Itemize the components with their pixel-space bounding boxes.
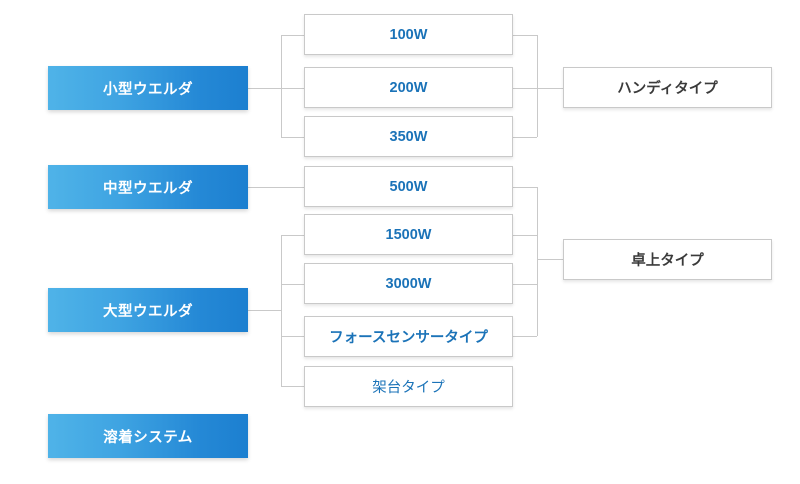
spec-100w-label: 100W (389, 26, 428, 43)
connector-branch-350w (281, 137, 304, 138)
spec-stand-type[interactable]: 架台タイプ (304, 366, 513, 407)
spec-500w[interactable]: 500W (304, 166, 513, 207)
category-small-welder-label: 小型ウエルダ (103, 81, 193, 98)
category-medium-welder-label: 中型ウエルダ (103, 180, 193, 197)
spec-stand-type-label: 架台タイプ (372, 380, 445, 396)
type-handy-label: ハンディタイプ (617, 81, 718, 97)
category-large-welder-label: 大型ウエルダ (103, 303, 193, 320)
connector-desktop-trunk (537, 187, 538, 336)
category-large-welder[interactable]: 大型ウエルダ (48, 288, 248, 332)
connector-desktop-stub (537, 259, 563, 260)
spec-200w[interactable]: 200W (304, 67, 513, 108)
connector-3000w-out (513, 284, 537, 285)
category-small-welder[interactable]: 小型ウエルダ (48, 66, 248, 110)
spec-500w-label: 500W (389, 178, 428, 195)
spec-350w-label: 350W (389, 128, 428, 145)
spec-3000w[interactable]: 3000W (304, 263, 513, 304)
spec-1500w[interactable]: 1500W (304, 214, 513, 255)
connector-branch-stand-type (281, 386, 304, 387)
spec-3000w-label: 3000W (385, 275, 432, 292)
connector-500w-out (513, 187, 537, 188)
connector-large-welder-stub (248, 310, 281, 311)
connector-handy-trunk (537, 35, 538, 137)
connector-branch-100w (281, 35, 304, 36)
category-welding-system-label: 溶着システム (103, 429, 193, 446)
connector-small-welder-stub (248, 88, 281, 89)
connector-branch-1500w (281, 235, 304, 236)
type-desktop[interactable]: 卓上タイプ (563, 239, 772, 280)
connector-1500w-out (513, 235, 537, 236)
connector-large-welder-trunk (281, 235, 282, 386)
type-desktop-label: 卓上タイプ (631, 253, 704, 269)
spec-200w-label: 200W (389, 79, 428, 96)
connector-200w-out (513, 88, 537, 89)
connector-medium-welder-to-500w (248, 187, 304, 188)
connector-branch-200w (281, 88, 304, 89)
spec-force-sensor-type-label: フォースセンサータイプ (329, 330, 488, 346)
connector-branch-3000w (281, 284, 304, 285)
connector-force-sensor-out (513, 336, 537, 337)
connector-100w-out (513, 35, 537, 36)
type-handy[interactable]: ハンディタイプ (563, 67, 772, 108)
spec-1500w-label: 1500W (385, 226, 432, 243)
connector-small-welder-trunk (281, 35, 282, 137)
spec-350w[interactable]: 350W (304, 116, 513, 157)
category-medium-welder[interactable]: 中型ウエルダ (48, 165, 248, 209)
spec-100w[interactable]: 100W (304, 14, 513, 55)
category-welding-system[interactable]: 溶着システム (48, 414, 248, 458)
connector-branch-force-sensor (281, 336, 304, 337)
connector-handy-stub (537, 88, 563, 89)
connector-350w-out (513, 137, 537, 138)
spec-force-sensor-type[interactable]: フォースセンサータイプ (304, 316, 513, 357)
